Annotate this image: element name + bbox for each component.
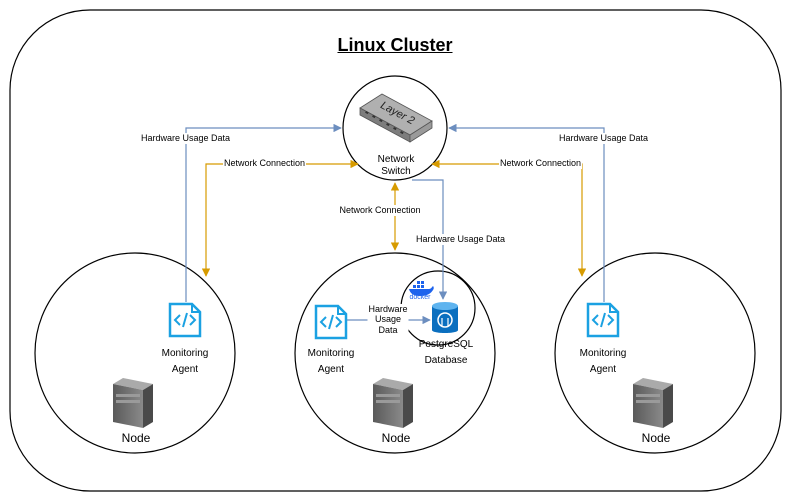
server-icon [373,378,413,428]
edge-label-net-left: Network Connection [223,158,307,169]
edge-label-hw-internal-line3: Data [378,324,398,335]
agent-label-center-line2: Agent [317,364,345,375]
code-file-icon [586,302,620,338]
agent-label-right-line1: Monitoring [579,348,627,359]
node-label-center: Node [381,431,411,445]
edge-label-hw-internal-line2: Usage [374,314,402,325]
hw-edge-right [448,123,605,302]
agent-label-left: Monitoring Agent [162,346,209,378]
db-label: PostgreSQL Database [419,337,473,369]
edge-label-hw-internal-line1: Hardware [368,304,408,314]
switch-label-line1: Network [377,154,415,165]
network-switch-icon: Layer 2 [359,93,433,143]
edge-label-hw-center: Hardware Usage Data [415,234,507,245]
agent-label-center: Monitoring Agent [308,346,355,378]
switch-circle [342,75,448,181]
edge-label-hw-right: Hardware Usage Data [558,133,650,144]
edge-label-hw-left: Hardware Usage Data [140,133,232,144]
agent-label-left-line1: Monitoring [161,348,209,359]
server-icon [633,378,673,428]
node-label-left: Node [121,431,151,445]
net-edge-left [201,159,359,277]
node-label-right: Node [641,431,671,445]
agent-label-left-line2: Agent [171,364,199,375]
db-label-line1: PostgreSQL [418,339,474,350]
switch-label: Network Switch [378,154,415,178]
node-circle-left [34,252,236,454]
code-file-icon [314,304,348,340]
agent-label-right-line2: Agent [589,364,617,375]
docker-icon [409,281,434,296]
node-circle-center [294,252,496,454]
db-label-line2: Database [424,355,468,366]
postgresql-icon [432,302,458,333]
edge-label-net-center: Network Connection [338,205,422,216]
agent-label-center-line1: Monitoring [307,348,355,359]
node-circle-right [554,252,756,454]
edge-label-hw-internal: Hardware Usage Data [367,304,409,336]
hw-edge-left [185,123,342,302]
code-file-icon [168,302,202,338]
switch-label-line2: Switch [381,166,411,177]
diagram-title: Linux Cluster [337,35,453,55]
agent-label-right: Monitoring Agent [580,346,627,378]
edge-label-net-right: Network Connection [499,158,583,169]
docker-label: docker [409,294,431,301]
server-icon [113,378,153,428]
